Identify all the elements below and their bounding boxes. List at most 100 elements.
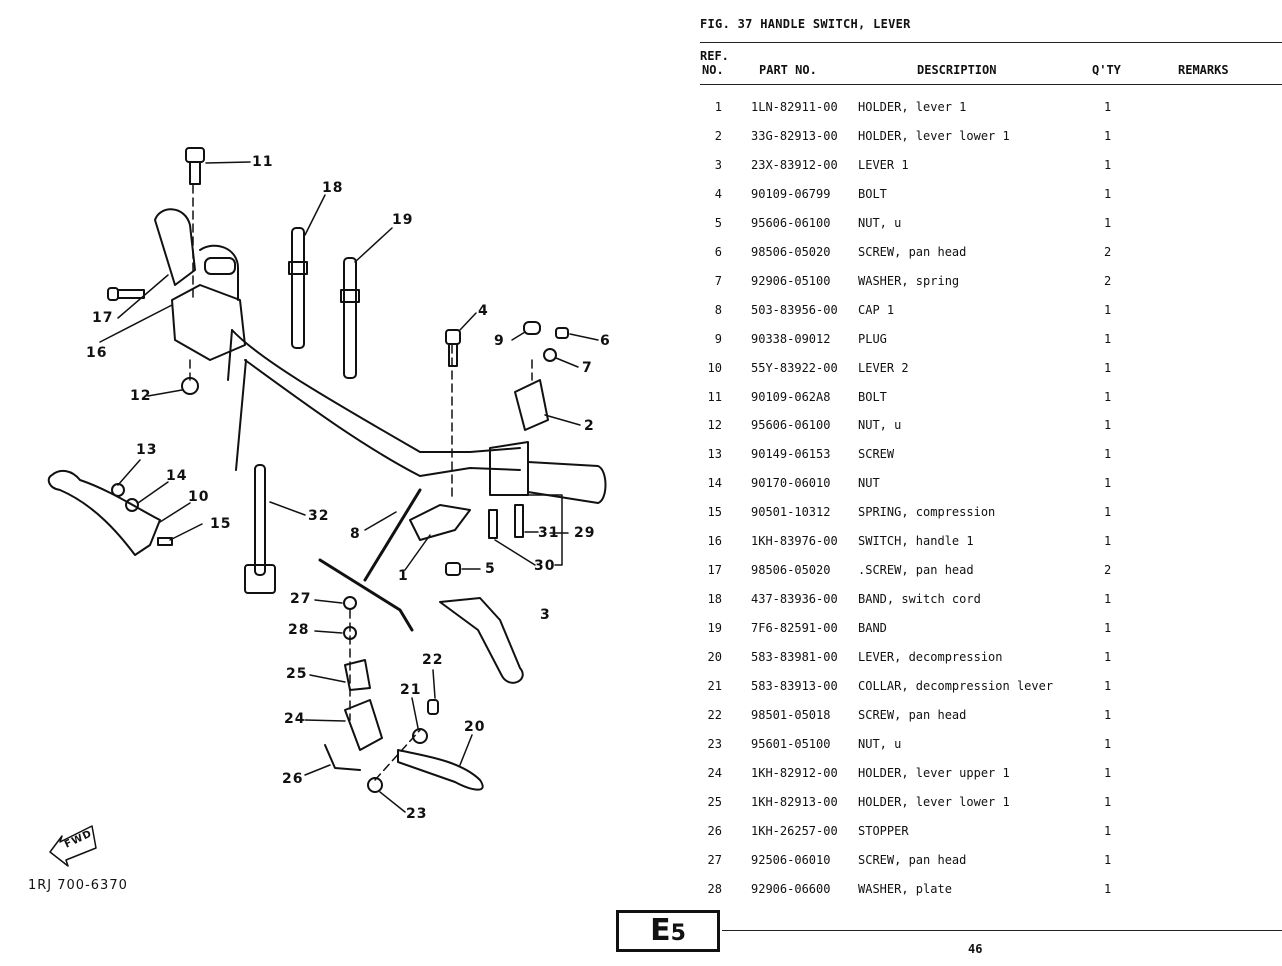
description: NUT, u [858, 215, 902, 230]
description: NUT, u [858, 418, 902, 433]
description: BAND, switch cord [858, 592, 981, 607]
callout-3: 3 [540, 607, 551, 623]
ref-number: 7 [714, 273, 722, 288]
bolt-11 [185, 147, 205, 185]
quantity: 2 [1104, 563, 1112, 578]
callout-31: 31 [538, 525, 560, 541]
ref-number: 8 [714, 302, 722, 317]
header-part-no: PART NO. [759, 63, 817, 77]
callout-4: 4 [478, 303, 489, 319]
description: BOLT [858, 389, 887, 404]
quantity: 1 [1104, 215, 1112, 230]
part-number: 95601-05100 [751, 736, 831, 751]
part-number: 503-83956-00 [751, 302, 838, 317]
holder-1 [409, 504, 471, 541]
callout-15: 15 [210, 516, 232, 532]
quantity: 1 [1104, 592, 1112, 607]
quantity: 1 [1104, 418, 1112, 433]
quantity: 1 [1104, 331, 1112, 346]
quantity: 1 [1104, 534, 1112, 549]
callout-18: 18 [322, 180, 344, 196]
callout-25: 25 [286, 666, 308, 682]
leader-lines [99, 161, 599, 813]
quantity: 1 [1104, 476, 1112, 491]
description: SCREW, pan head [858, 852, 967, 867]
header-ref-line2: NO. [702, 63, 724, 77]
part-number: 90170-06010 [751, 476, 831, 491]
ref-number: 22 [707, 707, 722, 722]
description: HOLDER, lever lower 1 [858, 128, 1010, 143]
callout-24: 24 [284, 711, 306, 727]
holder-2 [514, 379, 549, 431]
description: LEVER, decompression [858, 650, 1003, 665]
switch-cord-32 [244, 464, 276, 594]
description: SPRING, compression [858, 505, 996, 520]
part-number: 437-83936-00 [751, 592, 838, 607]
part-number: 98506-05020 [751, 563, 831, 578]
callout-1: 1 [398, 568, 409, 584]
callout-8: 8 [350, 526, 361, 542]
part-number: 1KH-83976-00 [751, 534, 838, 549]
ref-number: 23 [707, 736, 722, 751]
header-top-rule [700, 42, 1282, 43]
part-number: 1LN-82911-00 [751, 100, 838, 114]
quantity: 1 [1104, 128, 1112, 143]
header-qty: Q'TY [1092, 63, 1121, 77]
ref-number: 28 [707, 881, 722, 896]
quantity: 1 [1104, 621, 1112, 636]
ref-number: 13 [707, 447, 722, 462]
description: SWITCH, handle 1 [858, 534, 974, 549]
band-18 [288, 227, 308, 349]
callout-11: 11 [252, 154, 274, 170]
assembly-lines [189, 184, 533, 781]
part-number: 90109-06799 [751, 186, 831, 201]
description: CAP 1 [858, 302, 895, 317]
part-number: 92906-06600 [751, 881, 831, 896]
ref-number: 6 [714, 244, 722, 259]
callout-28: 28 [288, 622, 310, 638]
collar-21 [412, 728, 428, 744]
quantity: 1 [1104, 852, 1112, 867]
part-number: 583-83913-00 [751, 679, 838, 693]
washer-28 [343, 626, 357, 640]
nut-12 [181, 377, 199, 395]
description: WASHER, spring [858, 273, 960, 288]
quantity: 2 [1104, 273, 1112, 288]
lever-assembly-arrow [363, 488, 422, 582]
callout-32: 32 [308, 508, 330, 524]
part-number: 90109-062A8 [751, 389, 831, 404]
description: HOLDER, lever 1 [858, 100, 967, 114]
section-badge-number: 5 [670, 921, 686, 946]
part-number: 90501-10312 [751, 505, 831, 520]
description: NUT, u [858, 736, 902, 751]
ref-number: 3 [714, 157, 722, 172]
part-number: 583-83981-00 [751, 650, 838, 665]
description: WASHER, plate [858, 881, 952, 896]
part-number: 98501-05018 [751, 707, 831, 722]
quantity: 1 [1104, 794, 1112, 809]
part-number: 98506-05020 [751, 244, 831, 259]
callout-13: 13 [136, 442, 158, 458]
header-description: DESCRIPTION [917, 63, 997, 77]
quantity: 1 [1104, 186, 1112, 201]
description: LEVER 2 [858, 360, 909, 375]
quantity: 1 [1104, 157, 1112, 172]
callout-6: 6 [600, 333, 611, 349]
ref-number: 26 [707, 823, 722, 838]
callout-10: 10 [188, 489, 210, 505]
callout-14: 14 [166, 468, 188, 484]
part-number: 23X-83912-00 [751, 157, 838, 172]
